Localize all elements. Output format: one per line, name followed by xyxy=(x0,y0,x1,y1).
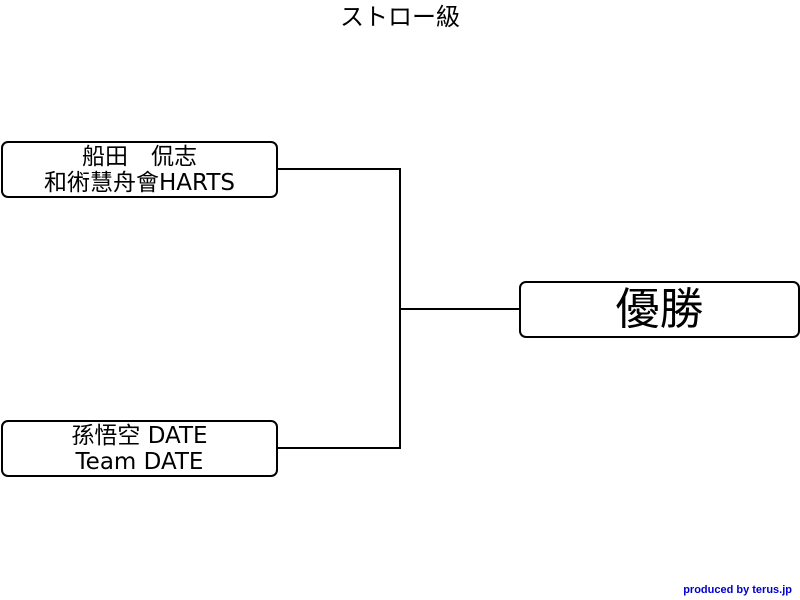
entry-2-name: 孫悟空 DATE xyxy=(71,422,208,449)
bracket-title: ストロー級 xyxy=(340,3,460,31)
entry-2-team: Team DATE xyxy=(75,448,204,475)
entry-box-1: 船田 侃志 和術慧舟會HARTS xyxy=(1,141,278,198)
winner-box: 優勝 xyxy=(519,281,800,338)
entry-1-team: 和術慧舟會HARTS xyxy=(44,169,235,196)
winner-label: 優勝 xyxy=(615,283,704,335)
credit-link[interactable]: produced by terus.jp xyxy=(683,584,792,596)
entry-box-2: 孫悟空 DATE Team DATE xyxy=(1,420,278,477)
entry-1-name: 船田 侃志 xyxy=(82,143,197,170)
